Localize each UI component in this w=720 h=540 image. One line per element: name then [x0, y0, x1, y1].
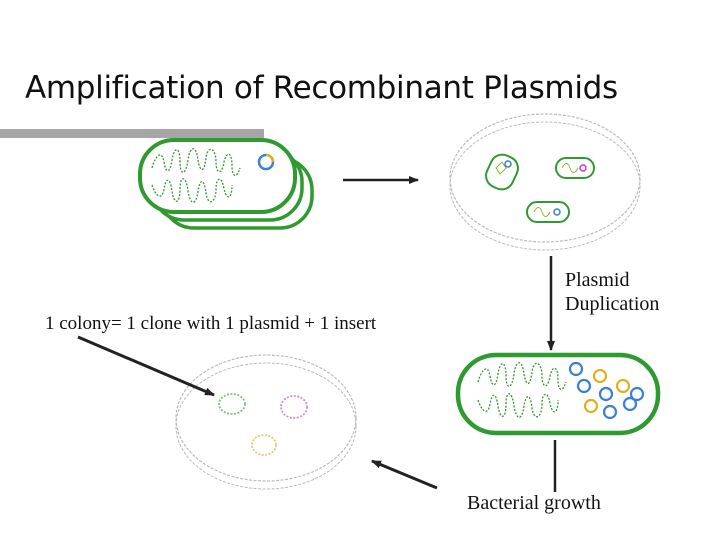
bacterium-cell [138, 138, 297, 214]
plasmid-icon [629, 386, 645, 402]
plasmid-duplication-line2: Duplication [565, 293, 660, 315]
stacked-bacteria-illustration [138, 138, 314, 230]
arrow-label-to-colony [77, 335, 215, 397]
plasmid-icon [576, 378, 592, 394]
plasmid-icon [568, 361, 584, 377]
bacterial-growth-label: Bacterial growth [467, 492, 601, 514]
plasmid-icon [583, 398, 599, 414]
plasmid-duplication-label: Plasmid Duplication [565, 268, 659, 316]
plasmid-duplication-line1: Plasmid [565, 269, 630, 291]
bacterium-with-plasmid-copies [455, 352, 661, 436]
plasmid-icon [602, 404, 618, 420]
bacterium-small [485, 153, 519, 191]
plasmid-icon [622, 396, 638, 412]
petri-dish-transformed [449, 113, 641, 251]
bacterial-colony [280, 395, 308, 419]
chromosome-dna [151, 148, 241, 203]
title-accent-bar [0, 129, 264, 138]
bacterial-colony [218, 393, 246, 415]
bacterium-small [526, 201, 570, 223]
bacterial-colony [251, 434, 277, 456]
bacterium-small [555, 157, 595, 179]
plasmid-icon [592, 368, 608, 384]
petri-dish-colonies [175, 354, 357, 490]
arrow-to-colony-dish [371, 459, 438, 490]
colony-label: 1 colony= 1 clone with 1 plasmid + 1 ins… [45, 313, 377, 334]
plasmid-icon [598, 386, 614, 402]
plasmid-icon [615, 378, 631, 394]
slide-title: Amplification of Recombinant Plasmids [25, 70, 618, 106]
